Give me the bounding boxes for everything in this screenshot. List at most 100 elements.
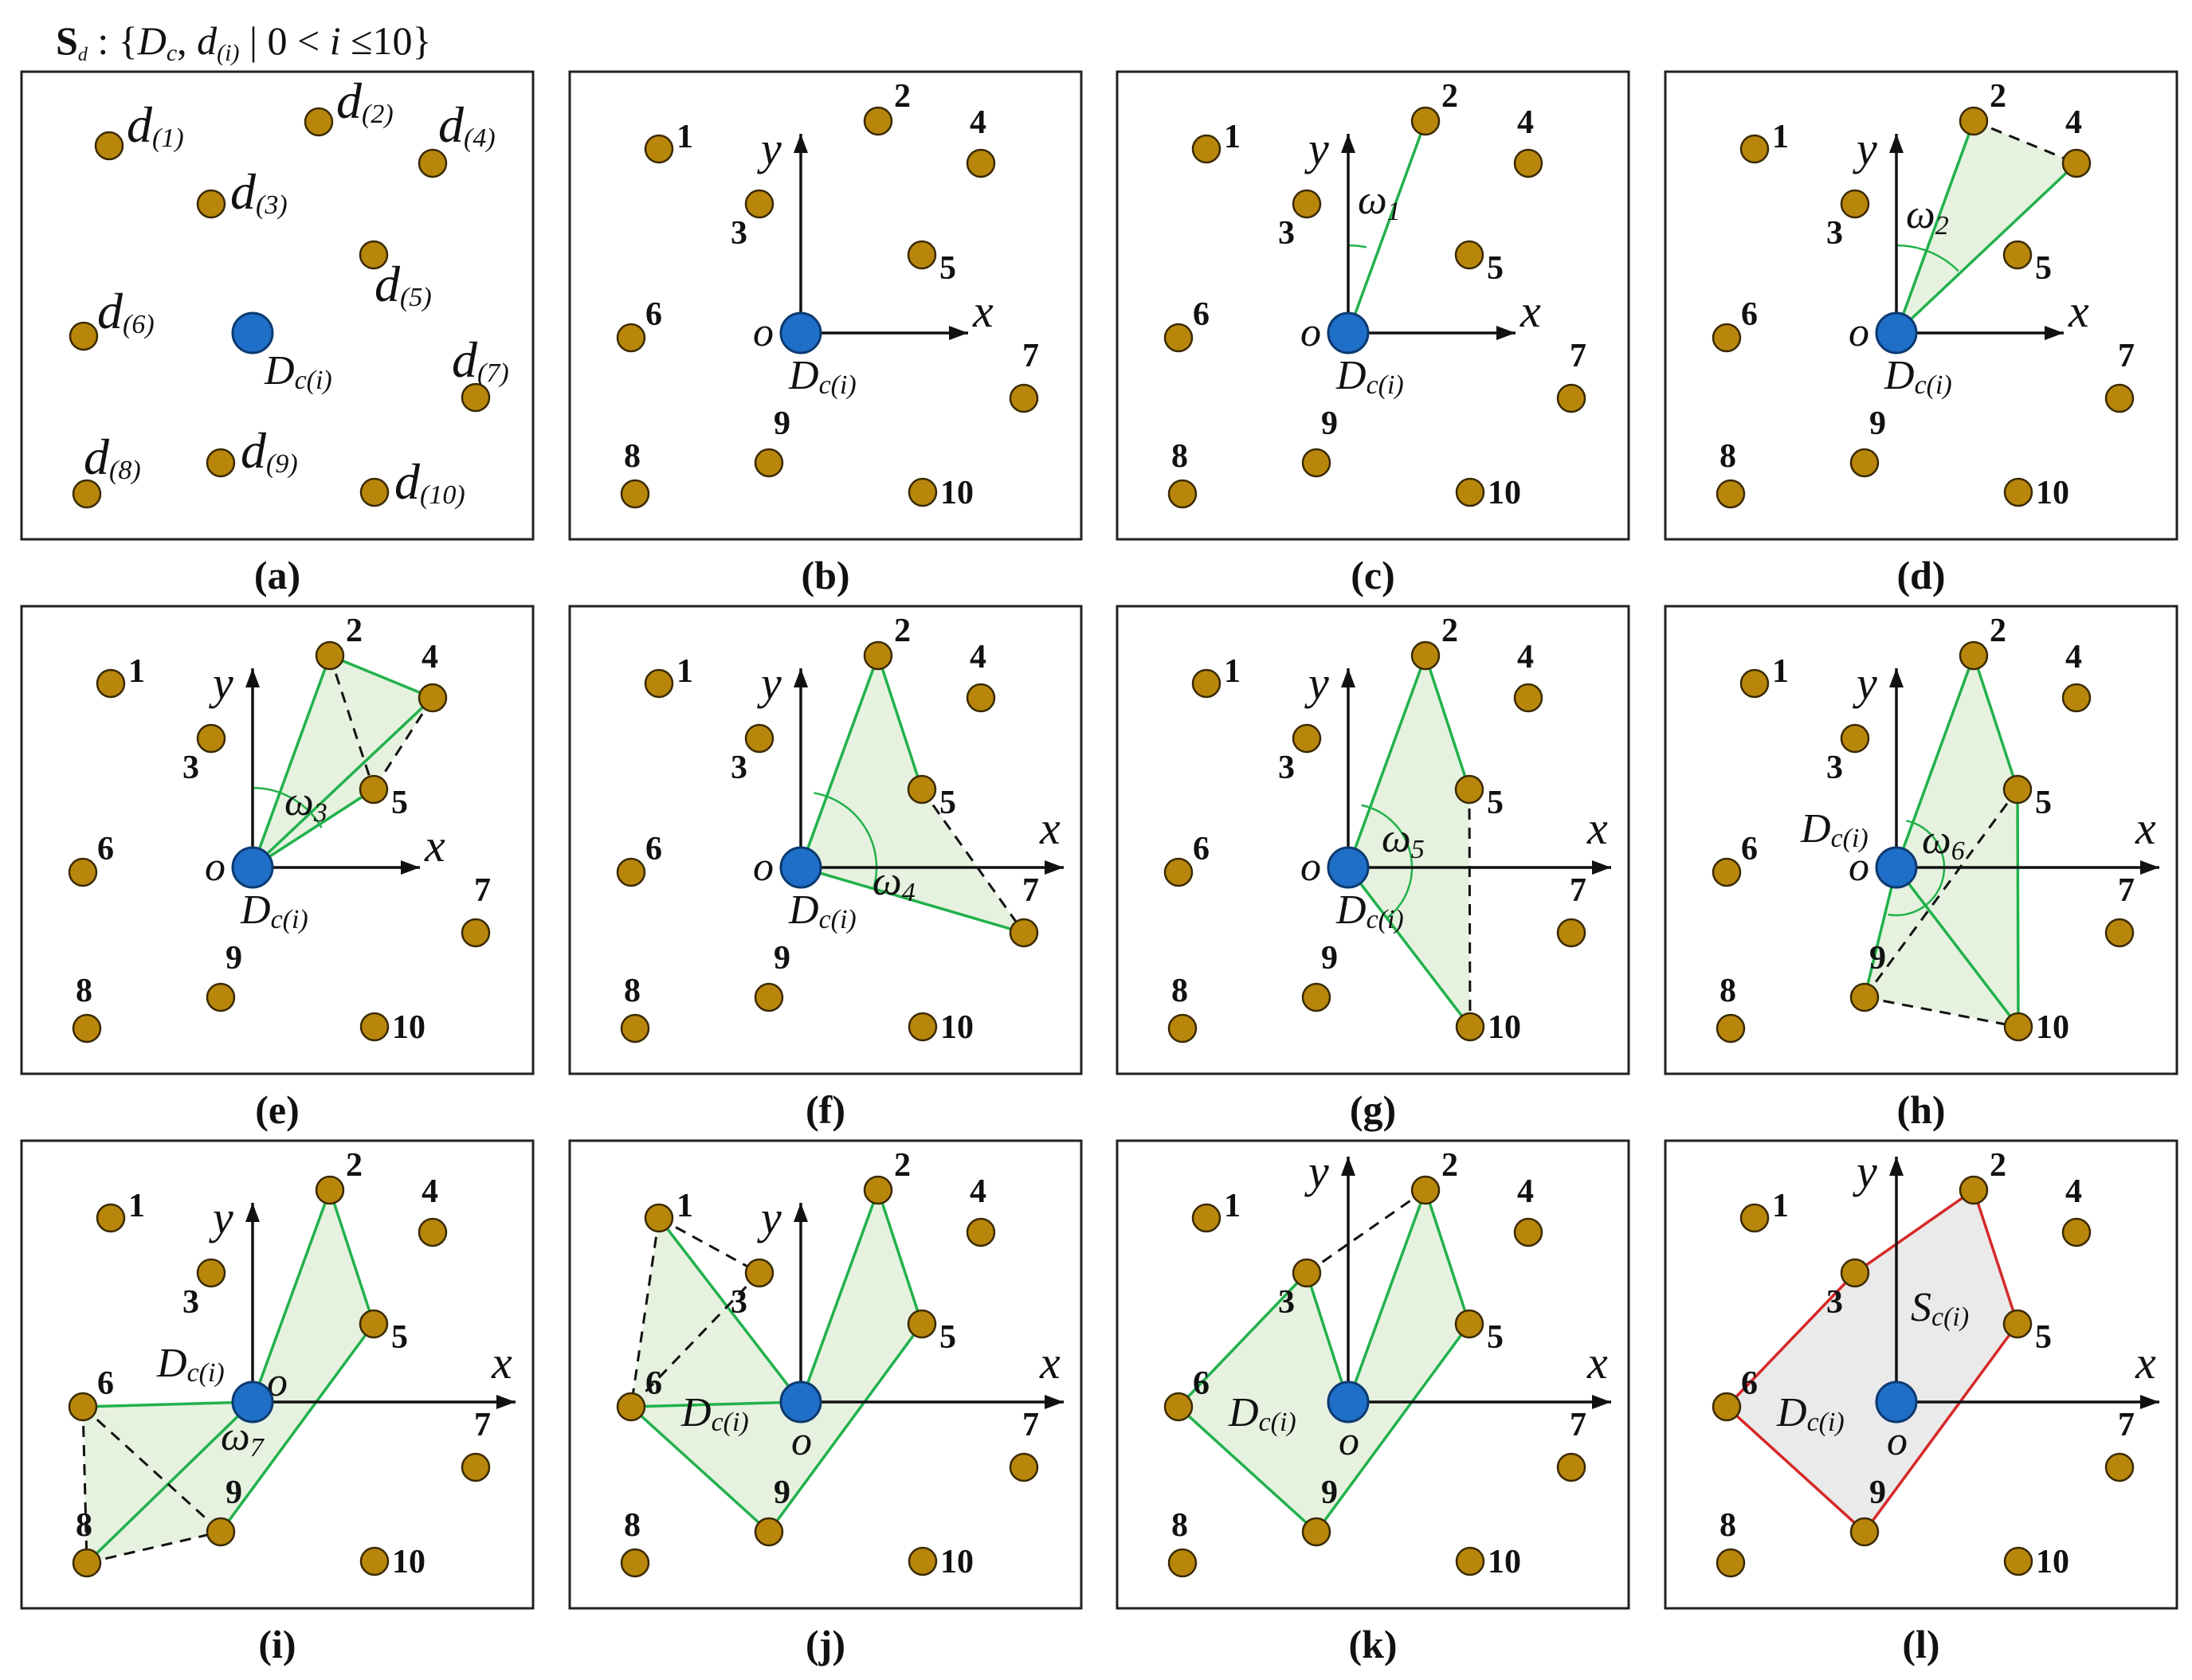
caption-c: (c) bbox=[1351, 553, 1395, 597]
edge-center-10 bbox=[1895, 866, 2020, 1028]
edge-center-10 bbox=[1347, 866, 1472, 1028]
point-2 bbox=[863, 640, 893, 671]
point-7 bbox=[1009, 918, 1039, 948]
edge-center-2 bbox=[1895, 120, 1975, 334]
center-point-dc bbox=[1875, 1380, 1918, 1423]
angle-arc bbox=[1888, 820, 1946, 917]
point-10 bbox=[908, 1012, 938, 1042]
point-2 bbox=[315, 1175, 345, 1205]
point-2 bbox=[1959, 1175, 1989, 1205]
point-label-3: 3 bbox=[731, 215, 747, 252]
point-label-2: 2 bbox=[1990, 1147, 2006, 1184]
x-axis-label: x bbox=[1039, 802, 1061, 854]
point-9 bbox=[1301, 982, 1331, 1012]
center-label-dc: Dc(i) bbox=[1800, 806, 1868, 853]
edge-center-6 bbox=[630, 1400, 802, 1408]
region bbox=[1178, 1190, 1469, 1532]
point-label-1: 1 bbox=[676, 1188, 693, 1224]
point-2 bbox=[1959, 106, 1989, 136]
point-label-9: 9 bbox=[1869, 940, 1886, 977]
dash-5-10 bbox=[1468, 789, 1472, 1028]
center-label-dc: Dc(i) bbox=[1228, 1390, 1296, 1437]
boundary-3-2 bbox=[1853, 1189, 1975, 1275]
point-label-6: 6 bbox=[1193, 296, 1210, 333]
point-label-8: 8 bbox=[624, 438, 641, 475]
caption-b: (b) bbox=[801, 553, 849, 597]
label-d9: d(9) bbox=[241, 422, 298, 479]
point-label-8: 8 bbox=[624, 973, 641, 1009]
point-label-10: 10 bbox=[1488, 1544, 1521, 1580]
label-d10: d(10) bbox=[394, 453, 465, 510]
point-label-7: 7 bbox=[1022, 872, 1039, 909]
edge-5-9 bbox=[767, 1322, 923, 1533]
point-7 bbox=[1009, 383, 1039, 413]
point-8 bbox=[1716, 1548, 1746, 1578]
point-1 bbox=[1191, 668, 1221, 699]
edge-2-5 bbox=[328, 1189, 375, 1325]
point-label-1: 1 bbox=[676, 653, 693, 690]
point-label-4: 4 bbox=[1517, 104, 1534, 141]
point-5 bbox=[2002, 774, 2033, 805]
edge-center-2 bbox=[1347, 655, 1427, 868]
point-1 bbox=[96, 1203, 126, 1233]
edge-center-1 bbox=[657, 1216, 802, 1404]
y-axis-arrowhead bbox=[1889, 668, 1904, 687]
point-label-10: 10 bbox=[392, 1544, 425, 1580]
point-7 bbox=[2104, 383, 2135, 413]
point-label-5: 5 bbox=[391, 785, 408, 821]
x-axis-label: x bbox=[2135, 1337, 2156, 1388]
point-d5 bbox=[359, 240, 389, 270]
point-9 bbox=[206, 1517, 236, 1547]
center-label-dc: Dc(i) bbox=[240, 887, 308, 934]
point-label-2: 2 bbox=[894, 78, 911, 115]
center-point-dc bbox=[231, 1380, 274, 1423]
x-axis-arrowhead bbox=[2140, 1395, 2159, 1409]
panel-l-shapes: Sc(i) bbox=[1725, 1189, 2019, 1533]
y-axis-label: y bbox=[1853, 1145, 1877, 1197]
x-axis-label: x bbox=[2135, 802, 2156, 854]
point-label-4: 4 bbox=[970, 104, 986, 141]
x-axis-arrowhead bbox=[496, 1395, 516, 1409]
point-label-10: 10 bbox=[940, 475, 974, 511]
origin-label: o bbox=[1887, 1419, 1908, 1464]
panel-j-shapes bbox=[629, 1189, 923, 1533]
point-d8 bbox=[72, 479, 102, 509]
point-10 bbox=[1455, 1012, 1485, 1042]
center-point-dc bbox=[231, 311, 274, 354]
point-1 bbox=[644, 668, 674, 699]
point-label-7: 7 bbox=[474, 872, 491, 909]
point-1 bbox=[644, 134, 674, 164]
point-label-10: 10 bbox=[940, 1009, 974, 1046]
point-3 bbox=[1840, 723, 1870, 754]
angle-arc bbox=[1361, 804, 1414, 919]
point-label-4: 4 bbox=[2065, 104, 2082, 141]
x-axis-label: x bbox=[972, 285, 994, 337]
point-label-1: 1 bbox=[1224, 653, 1241, 690]
y-axis-label: y bbox=[1304, 657, 1329, 709]
point-1 bbox=[96, 668, 126, 699]
point-label-5: 5 bbox=[939, 250, 956, 287]
point-2 bbox=[1410, 640, 1441, 671]
point-1 bbox=[644, 1203, 674, 1233]
angle-arc bbox=[1896, 244, 1959, 272]
center-label-dc: Dc(i) bbox=[788, 887, 857, 934]
center-point-dc bbox=[1875, 846, 1918, 889]
edge-center-5 bbox=[252, 788, 374, 869]
point-label-3: 3 bbox=[1826, 750, 1843, 786]
point-10 bbox=[359, 1546, 390, 1576]
edge-center-6 bbox=[82, 1400, 253, 1408]
point-label-2: 2 bbox=[346, 613, 363, 649]
point-3 bbox=[1292, 1258, 1322, 1288]
point-label-9: 9 bbox=[774, 405, 790, 442]
result-region bbox=[1727, 1190, 2018, 1532]
edge-2-5 bbox=[1424, 655, 1471, 790]
y-axis-arrowhead bbox=[1889, 1157, 1904, 1176]
point-d6 bbox=[69, 321, 99, 351]
point-1 bbox=[1739, 668, 1770, 699]
